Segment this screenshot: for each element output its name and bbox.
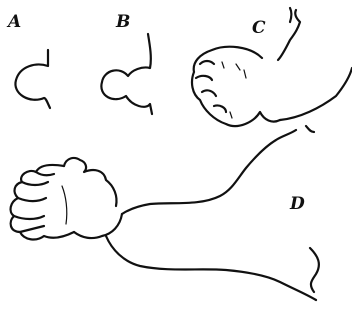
label-a: A [8,14,21,31]
stage-a-limb-bud [15,50,50,108]
label-b: B [116,14,130,31]
label-d: D [290,196,305,213]
stage-c-limb [192,8,352,126]
stage-d-arm [11,126,319,300]
stage-b-limb-bud [101,34,152,114]
label-c: C [252,20,266,37]
